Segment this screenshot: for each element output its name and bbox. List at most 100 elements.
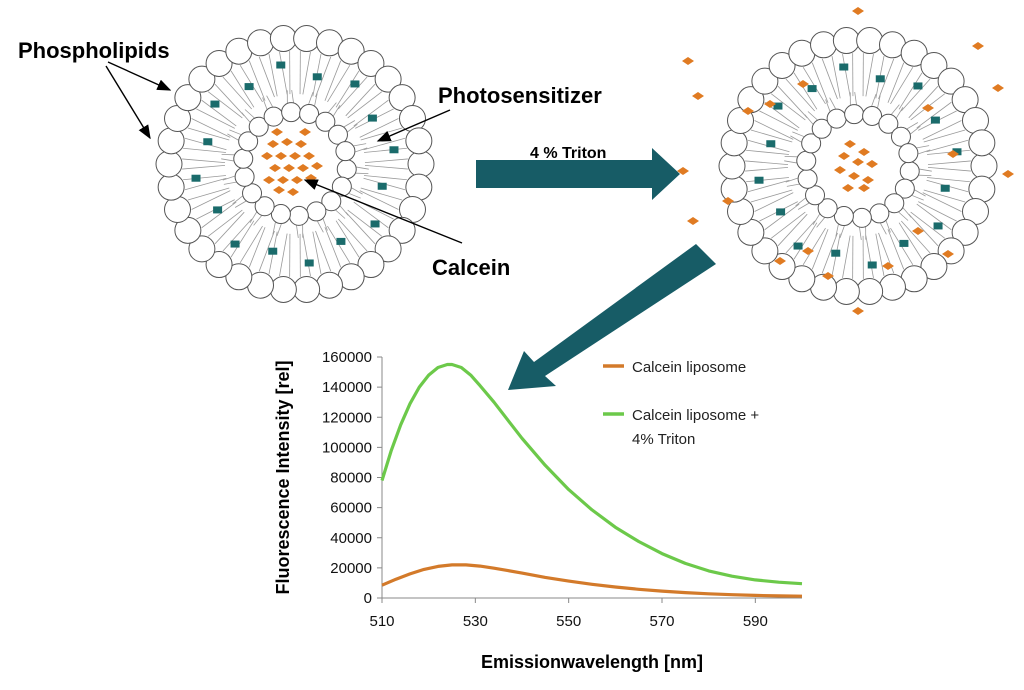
lipid-head (862, 105, 883, 126)
lipid-tail (927, 160, 971, 165)
lipid-tail (241, 112, 251, 123)
lipid-tail (923, 129, 966, 143)
lipid-tail (360, 187, 403, 201)
lipid-head (788, 265, 816, 293)
calcein-marker (283, 164, 295, 172)
lipid-tail (877, 95, 881, 108)
lipid-tail (184, 177, 227, 191)
lipid-tail (900, 220, 931, 254)
lipid-tail (207, 209, 243, 237)
pointer-photosensitizer (376, 109, 451, 142)
lipid-head (254, 196, 275, 217)
y-tick-label: 80000 (330, 470, 372, 487)
calcein-marker (852, 158, 864, 166)
photosensitizer-marker (276, 61, 286, 69)
lipid-tail (227, 133, 239, 141)
lipid-tail (887, 229, 905, 270)
lipid-head (811, 118, 832, 139)
lipid-tail (229, 129, 242, 135)
calcein-marker (263, 176, 275, 184)
lipid-head (718, 152, 746, 180)
calcein-marker (261, 152, 273, 160)
lipid-tail (908, 85, 939, 119)
lipid-head (751, 237, 779, 265)
lipid-tail (345, 211, 376, 245)
lipid-head (817, 198, 838, 219)
lipid-head (884, 193, 905, 214)
label-calcein: Calcein (432, 255, 510, 280)
lipid-tail (268, 53, 278, 97)
lipid-tail (353, 99, 389, 127)
lipid-tail (842, 53, 851, 97)
lipid-head (894, 178, 915, 199)
x-tick-label: 590 (743, 613, 768, 630)
lipid-head (321, 191, 342, 212)
lipid-tail (842, 235, 851, 279)
lipid-tail (916, 145, 930, 149)
lipid-tail (875, 233, 885, 277)
lipid-tail (865, 235, 874, 279)
lipid-tail (804, 114, 814, 125)
lipid-tail (825, 99, 831, 112)
lipid-tail (807, 111, 818, 121)
photosensitizer-marker (268, 247, 278, 255)
photosensitizer-marker (210, 100, 220, 108)
lipid-tail (835, 224, 839, 237)
calcein-marker (797, 80, 809, 88)
lipid-tail (816, 217, 825, 228)
lipid-tail (747, 179, 790, 193)
lipid-tail (279, 233, 288, 277)
y-tick-label: 160000 (322, 349, 372, 366)
lipid-head (388, 216, 416, 244)
lipid-tail (315, 56, 332, 98)
calcein-marker (742, 107, 754, 115)
lipid-tail (335, 70, 360, 108)
lipid-tail (910, 125, 921, 135)
lipid-tail (885, 220, 891, 233)
lipid-tail (339, 205, 349, 216)
label-triton: 4 % Triton (530, 145, 606, 162)
photosensitizer-marker (754, 176, 764, 184)
calcein-marker (842, 184, 854, 192)
lipid-tail (239, 225, 263, 263)
lipid-head (961, 106, 989, 134)
lipid-head (869, 203, 890, 224)
lipid-tail (364, 165, 408, 170)
lipid-tail (364, 158, 408, 163)
lipid-tail (222, 218, 253, 252)
calcein-marker (992, 84, 1004, 92)
fluorescence-chart: 0200004000060000800001000001200001400001… (273, 349, 803, 672)
calcein-marker (287, 188, 299, 196)
photosensitizer-marker (913, 82, 923, 90)
lipid-head (407, 150, 435, 178)
lipid-tail (902, 207, 912, 218)
lipid-head (833, 206, 854, 227)
legend-label: 4% Triton (632, 431, 695, 448)
lipid-head (937, 67, 965, 95)
calcein-marker (852, 7, 864, 15)
y-tick-label: 20000 (330, 560, 372, 577)
calcein-marker (289, 152, 301, 160)
calcein-marker (866, 160, 878, 168)
lipid-head (315, 111, 336, 132)
pointer-phospholipids-2 (105, 65, 151, 140)
lipid-tail (249, 211, 257, 223)
calcein-marker (682, 57, 694, 65)
lipid-tail (317, 221, 324, 233)
lipid-tail (896, 107, 904, 119)
lipid-tail (812, 213, 820, 225)
lipid-tail (898, 222, 923, 260)
lipid-head (920, 51, 948, 79)
photosensitizer-marker (773, 102, 783, 110)
annotation-pointers (105, 61, 463, 244)
lipid-head (968, 129, 996, 157)
lipid-head (357, 49, 385, 77)
photosensitizer-marker (367, 114, 377, 122)
lipid-tail (770, 211, 806, 239)
lipid-tail (754, 192, 794, 212)
lipid-tail (315, 230, 332, 272)
lipid-tail (786, 183, 800, 187)
lipid-head (155, 150, 183, 178)
lipid-tail (878, 58, 895, 100)
